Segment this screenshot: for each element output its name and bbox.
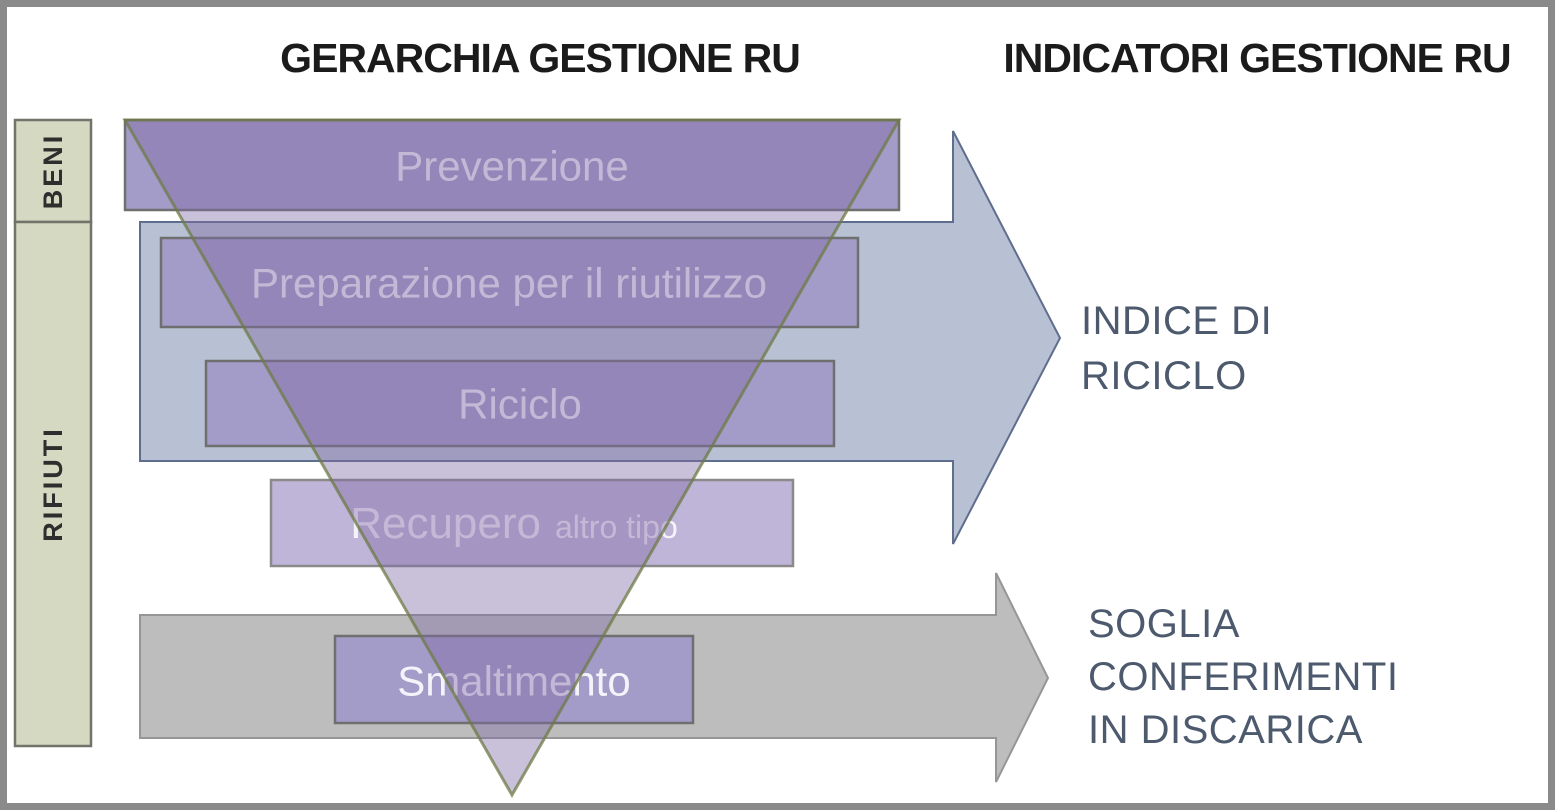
beni-box <box>13 118 93 224</box>
bar-prevenzione <box>123 118 901 212</box>
rifiuti-box <box>13 220 93 748</box>
soglia-line3: IN DISCARICA <box>1088 708 1363 752</box>
bar-riciclo <box>204 359 836 448</box>
right-column-title: INDICATORI GESTIONE RU <box>1003 35 1510 81</box>
left-column-title: GERARCHIA GESTIONE RU <box>280 35 800 81</box>
bar-recupero-label: Recupero <box>350 499 541 548</box>
beni-label: BENI <box>38 133 68 210</box>
bar-prevenzione-label: Prevenzione <box>395 143 628 190</box>
funnel-triangle <box>122 118 902 799</box>
bar-riciclo-label: Riciclo <box>458 381 582 428</box>
waste-hierarchy-diagram: BENI RIFIUTI Prevenzione Preparazione pe… <box>13 35 1512 799</box>
rifiuti-label: RIFIUTI <box>38 426 68 542</box>
soglia-line1: SOGLIA <box>1088 602 1240 646</box>
bar-recupero <box>269 478 795 568</box>
bar-preparazione <box>159 236 860 329</box>
indice-riciclo-line2: RICICLO <box>1081 354 1247 398</box>
soglia-line2: CONFERIMENTI <box>1088 655 1398 699</box>
bar-smaltimento <box>333 634 695 725</box>
indice-riciclo-line1: INDICE DI <box>1081 299 1272 343</box>
bar-preparazione-label: Preparazione per il riutilizzo <box>251 260 767 307</box>
